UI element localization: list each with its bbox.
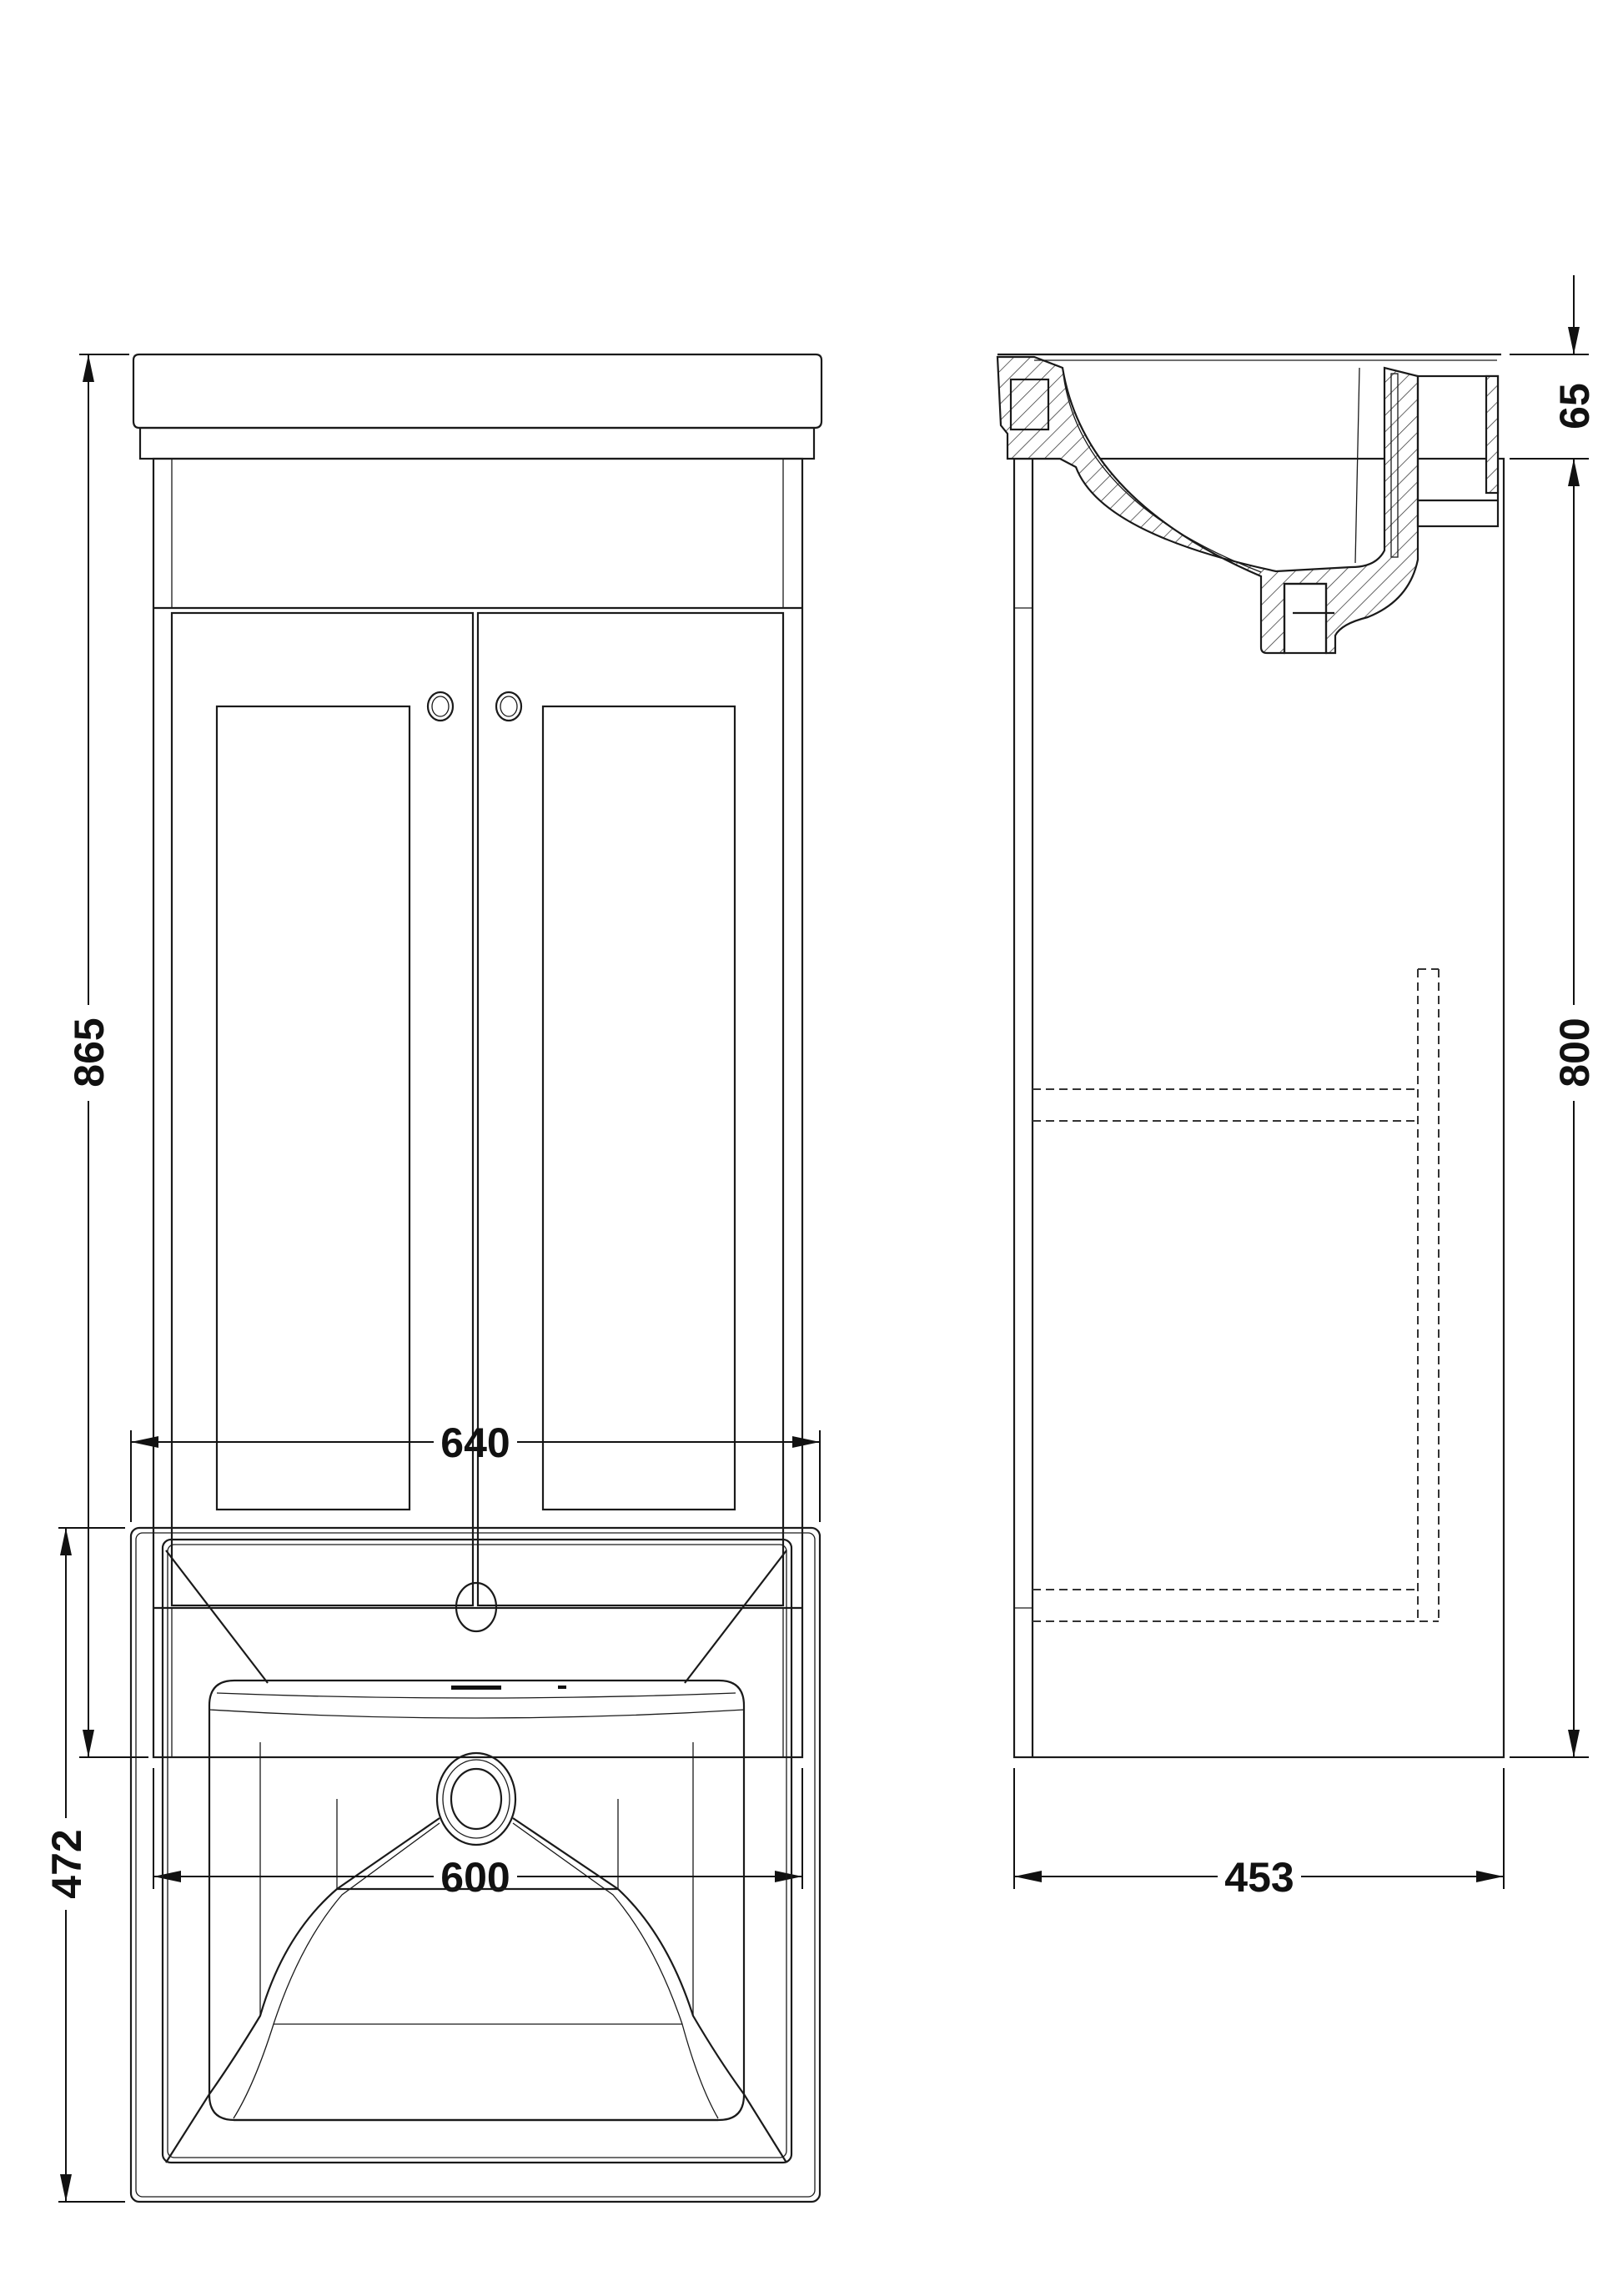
dimension-600: 600	[153, 1768, 803, 1901]
side-view: 65 800 453	[996, 275, 1598, 1901]
cabinet-side	[1012, 457, 1505, 1759]
basin-rim	[161, 1538, 793, 2164]
dimension-865: 865	[66, 354, 148, 1758]
front-view: 865 600	[66, 353, 823, 1901]
waste-outlet	[1283, 582, 1328, 655]
plan-view: 640 472	[43, 1419, 822, 2203]
dimension-65: 65	[1510, 275, 1598, 486]
right-door-knob	[495, 691, 523, 722]
dimension-472: 472	[43, 1527, 125, 2203]
basin-height-label: 65	[1551, 383, 1598, 430]
dimension-640: 640	[130, 1419, 821, 1522]
dimension-453: 453	[1013, 1768, 1505, 1901]
basin-outline	[129, 1526, 822, 2203]
waste-outer	[435, 1751, 517, 1846]
left-door-knob	[426, 691, 455, 722]
cabinet-body	[152, 457, 804, 1759]
left-door-panel	[215, 705, 411, 1511]
internal-shelf-hidden-lines	[1033, 968, 1440, 1622]
depth-label: 453	[1224, 1854, 1294, 1901]
rim-recess	[1009, 378, 1050, 431]
width-label: 600	[440, 1854, 510, 1901]
tap-hole	[455, 1581, 498, 1633]
plan-depth-label: 472	[43, 1829, 90, 1898]
left-door	[170, 611, 475, 1607]
overflow-slot	[451, 1686, 501, 1690]
waste-inner	[450, 1767, 503, 1831]
right-door-panel	[541, 705, 736, 1511]
basin-top	[132, 353, 823, 430]
right-door	[476, 611, 785, 1607]
dimension-800: 800	[1510, 459, 1598, 1758]
cabinet-height-label: 800	[1551, 1017, 1598, 1087]
basin-section	[996, 353, 1501, 655]
basin-lower-band	[138, 426, 816, 460]
plan-width-label: 640	[440, 1419, 510, 1466]
overflow-channel	[1390, 373, 1399, 558]
height-label: 865	[66, 1017, 113, 1087]
